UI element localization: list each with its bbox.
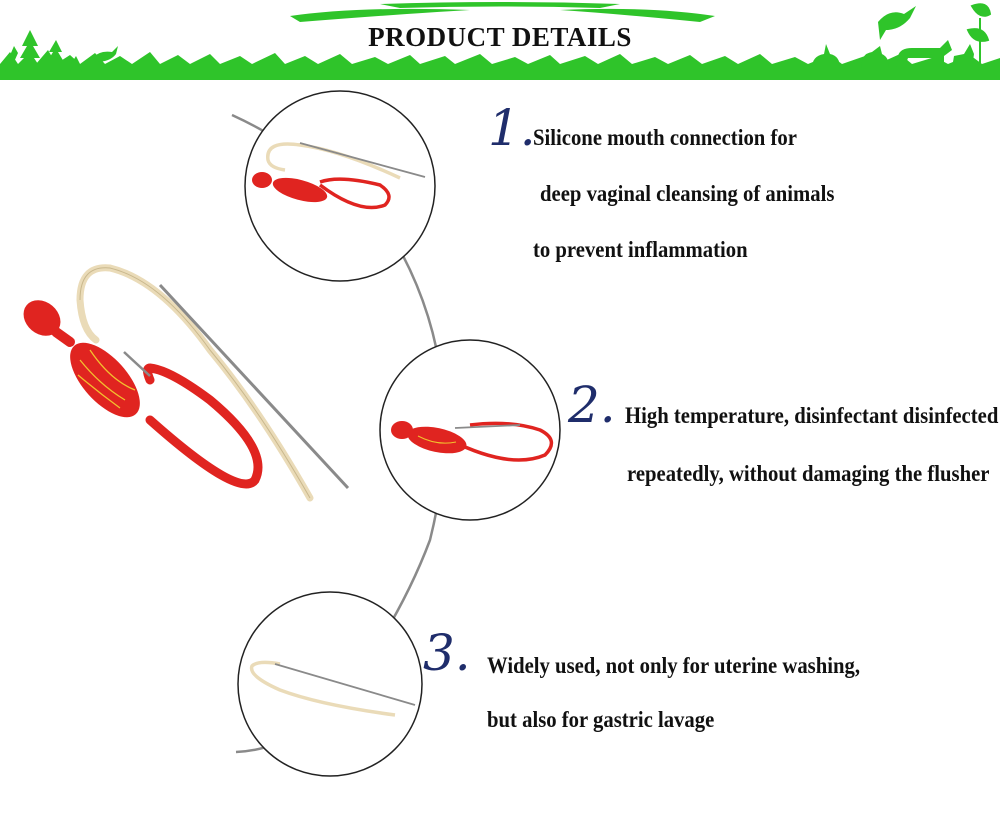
- circle-image-3: [237, 591, 423, 777]
- swoosh-right: [560, 8, 715, 22]
- page-title: PRODUCT DETAILS: [368, 22, 632, 52]
- feature-2-line-2: repeatedly, without damaging the flusher: [627, 461, 990, 486]
- feature-number-2: 2.: [568, 376, 616, 434]
- deer-icon: [952, 44, 974, 68]
- feature-2-line-1: High temperature, disinfectant disinfect…: [625, 403, 999, 428]
- main-product-image: [23, 264, 350, 502]
- rabbit-icon: [812, 44, 840, 68]
- feature-1-line-1: Silicone mouth connection for: [533, 125, 797, 150]
- header-banner: [0, 2, 1000, 80]
- bird-icon: [92, 46, 118, 62]
- swoosh-left: [290, 8, 470, 22]
- tree-icon: [5, 30, 82, 72]
- feature-1-line-3: to prevent inflammation: [533, 237, 748, 262]
- circle-image-1: [244, 90, 436, 282]
- cat-icon: [861, 46, 889, 68]
- circle-image-2: [379, 339, 561, 521]
- feature-1-line-2: deep vaginal cleansing of animals: [540, 181, 835, 206]
- feature-number-1: 1.: [488, 99, 536, 157]
- bird-flying-icon: [878, 6, 916, 40]
- feature-3-line-2: but also for gastric lavage: [487, 707, 715, 732]
- feature-number-3: 3.: [423, 624, 471, 682]
- dog-icon: [896, 40, 952, 68]
- grass-band: [0, 64, 1000, 80]
- plant-icon: [966, 3, 992, 64]
- feature-3-line-1: Widely used, not only for uterine washin…: [487, 653, 861, 678]
